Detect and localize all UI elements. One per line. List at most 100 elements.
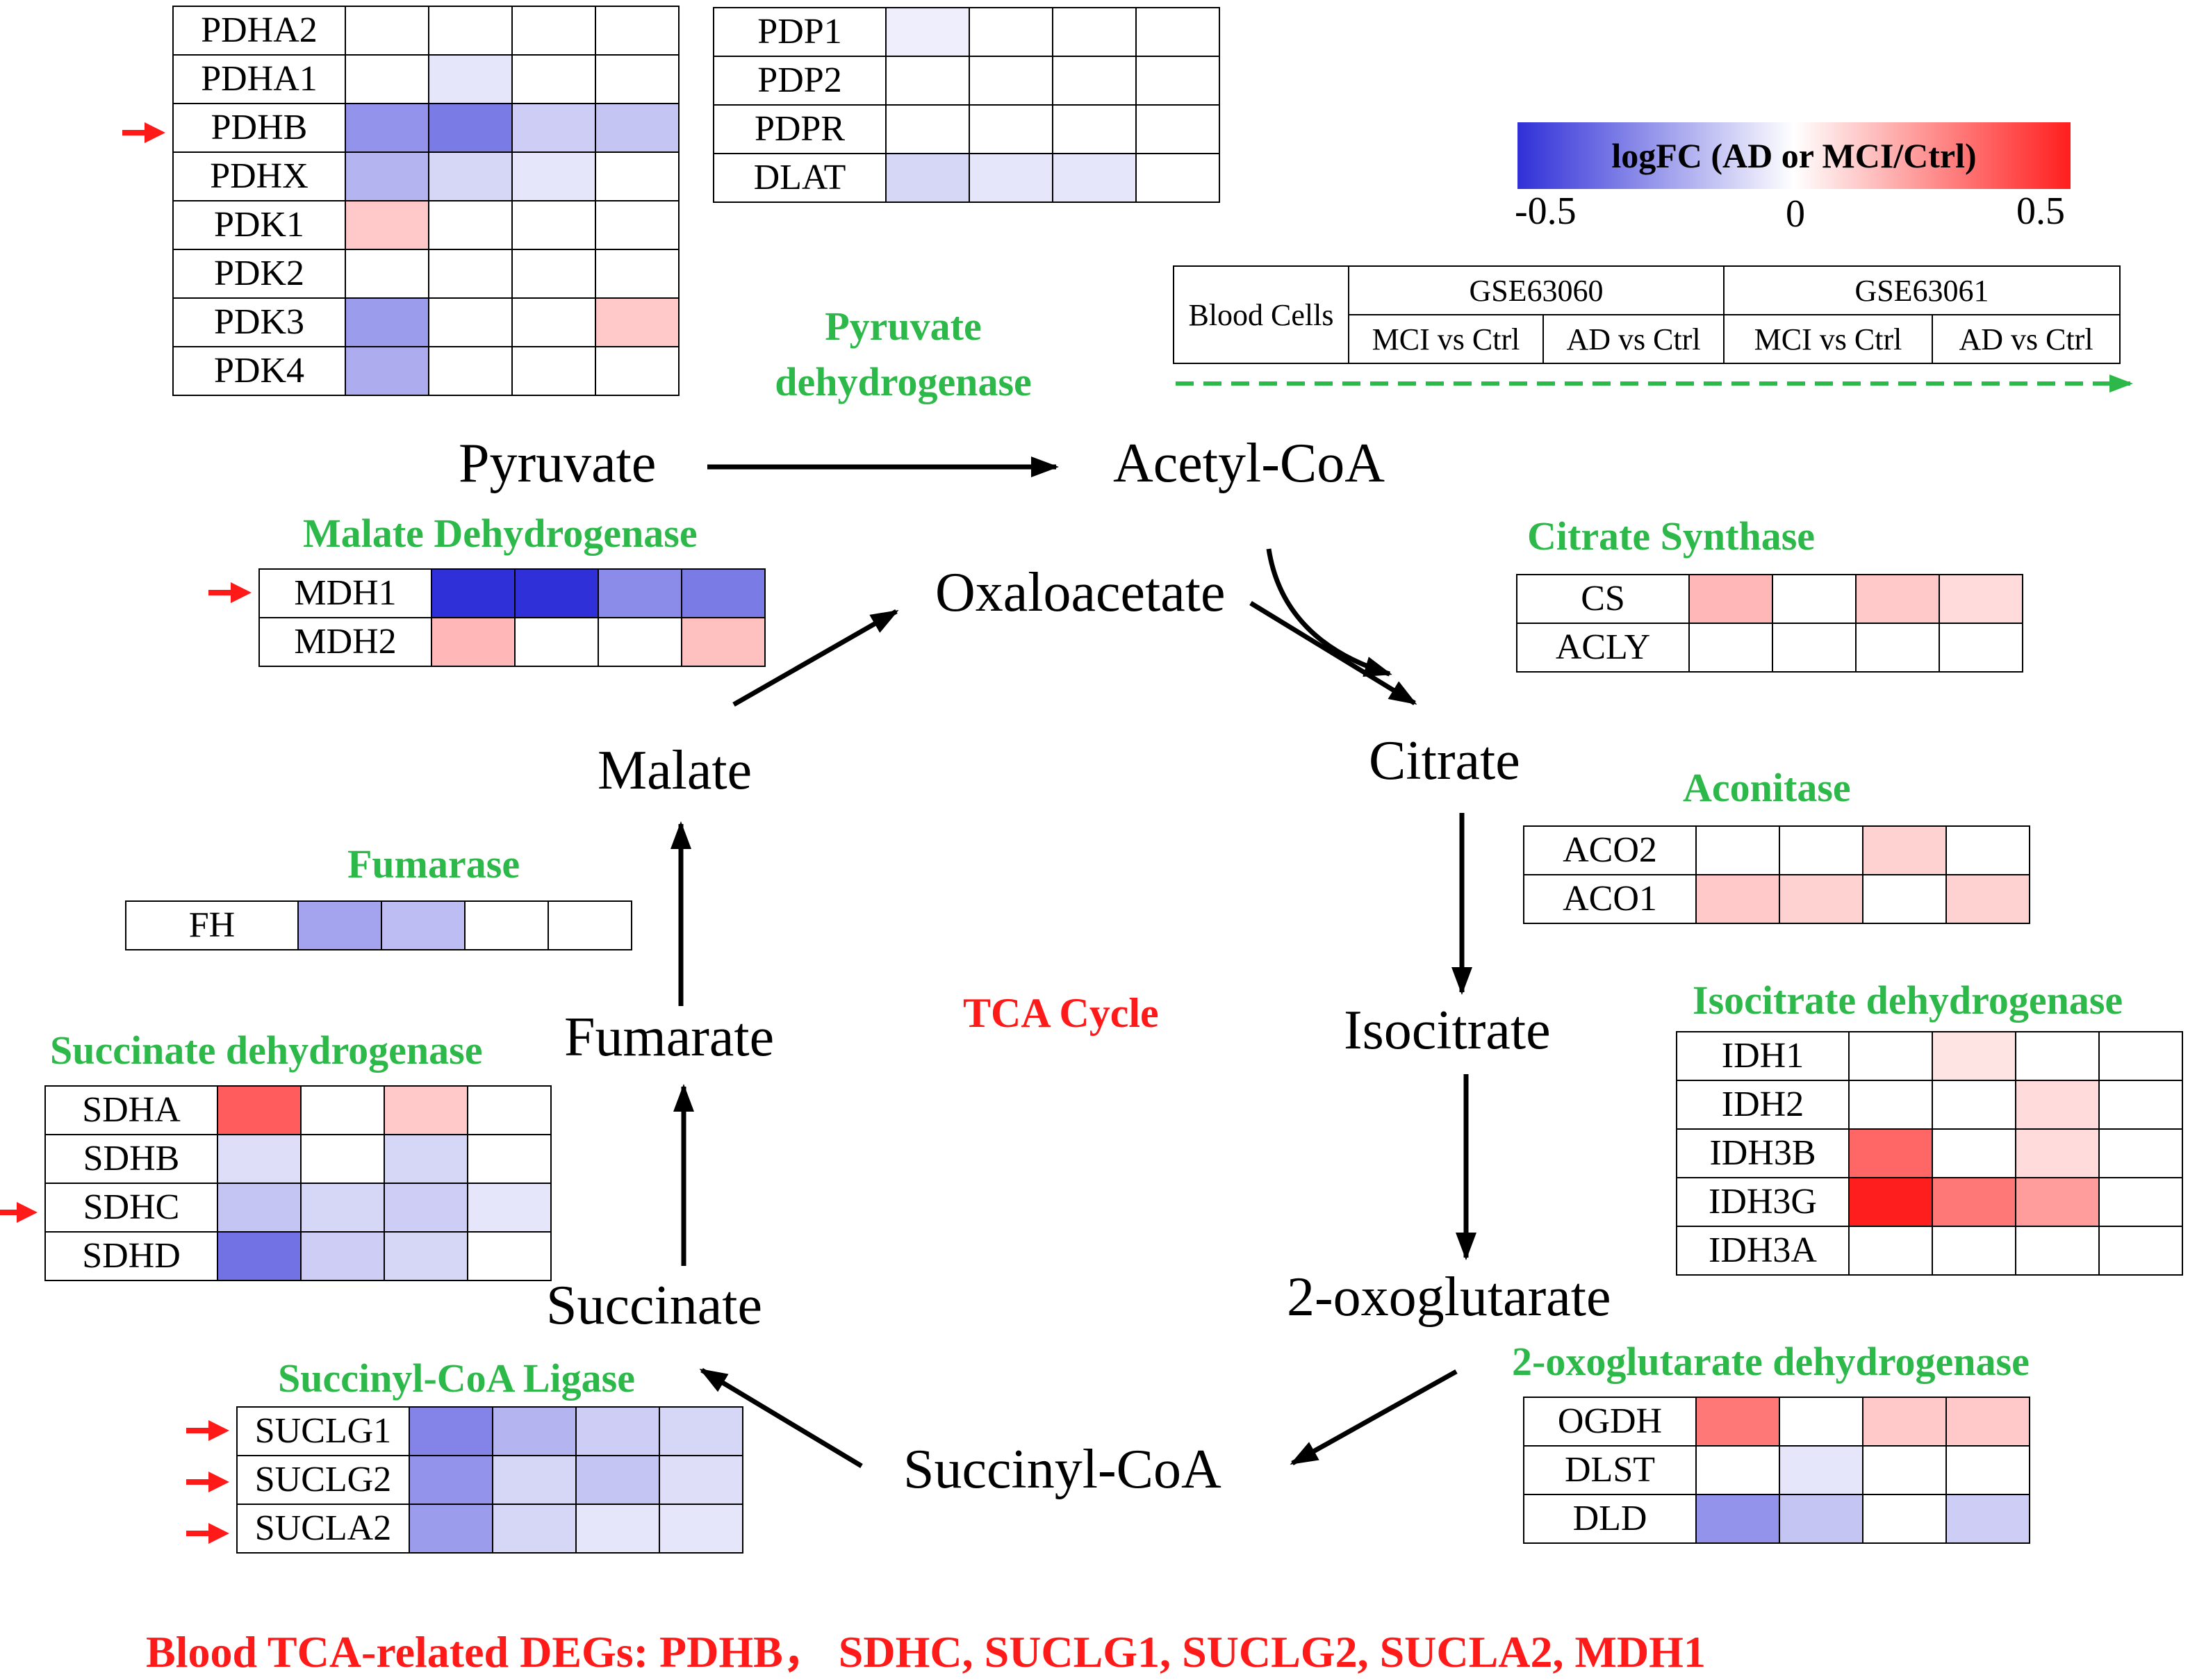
heatmap-cell [1772, 623, 1857, 673]
metabolite-fumarate: Fumarate [564, 1007, 775, 1068]
heatmap-cell [431, 617, 516, 667]
metabolite-malate: Malate [598, 740, 752, 801]
heatmap-cell [297, 900, 382, 950]
heatmap-cell [969, 104, 1053, 154]
heatmap-fumarase: FH [125, 900, 632, 950]
heatmap-cell [1848, 1177, 1933, 1227]
heatmap-cell [1779, 825, 1863, 875]
heatmap-cell [428, 297, 513, 347]
heatmap-cell [428, 6, 513, 56]
deg-marker-arrow-icon [186, 1420, 229, 1441]
enzyme-label-aconitase: Aconitase [1683, 765, 1851, 810]
heatmap-cell [464, 900, 549, 950]
heatmap-cell [1848, 1128, 1933, 1178]
arrow-malate-to-oxaloacetate [732, 609, 899, 707]
gene-label: PDHB [172, 103, 346, 153]
heatmap-row: IDH3B [1676, 1128, 2183, 1178]
heatmap-cell [511, 200, 596, 250]
gene-label: PDK2 [172, 249, 346, 299]
heatmap-cell [1932, 1177, 2016, 1227]
heatmap-cell [492, 1455, 577, 1505]
heatmap-cell [514, 568, 599, 618]
enzyme-label-citrate-synthase: Citrate Synthase [1527, 513, 1816, 559]
heatmap-cell [428, 249, 513, 299]
heatmap-row: SUCLA2 [236, 1504, 743, 1554]
heatmap-cell [2015, 1128, 2100, 1178]
heatmap-cell [1932, 1226, 2016, 1276]
legend-title: logFC (AD or MCI/Ctrl) [1611, 136, 1977, 175]
heatmap-cell [1688, 574, 1773, 624]
enzyme-label-pyruvate-dehydrogenase: Pyruvate dehydrogenase [723, 299, 1084, 410]
heatmap-cell [2015, 1226, 2100, 1276]
heatmap-cell [575, 1504, 660, 1554]
heatmap-row: PDK2 [172, 249, 680, 299]
gene-label: SDHB [44, 1134, 218, 1184]
metabolite-isocitrate: Isocitrate [1344, 1000, 1551, 1061]
gene-label: MDH2 [258, 617, 432, 667]
gene-label: IDH2 [1676, 1080, 1850, 1130]
gene-label: PDPR [713, 104, 887, 154]
heatmap-cell [217, 1231, 302, 1281]
heatmap-cell [1695, 1494, 1780, 1544]
heatmap-cell [595, 151, 680, 201]
metabolite-oxaloacetate: Oxaloacetate [935, 562, 1226, 623]
heatmap-cell [511, 249, 596, 299]
heatmap-cell [595, 297, 680, 347]
heatmap-row: PDK3 [172, 297, 680, 347]
heatmap-cell [1135, 7, 1220, 57]
gene-label: DLAT [713, 153, 887, 203]
gene-label: ACLY [1516, 623, 1690, 673]
gene-label: OGDH [1523, 1397, 1697, 1447]
legend-max-label: 0.5 [2016, 190, 2065, 233]
gene-label: SUCLG2 [236, 1455, 410, 1505]
heatmap-cell [1932, 1080, 2016, 1130]
heatmap-cell [1855, 623, 1940, 673]
heatmap-cell [1945, 1445, 2030, 1495]
heatmap-row: IDH2 [1676, 1080, 2183, 1130]
heatmap-row: PDP2 [713, 56, 1220, 106]
heatmap-cell [345, 249, 429, 299]
enzyme-label-fumarase: Fumarase [347, 841, 520, 887]
heatmap-row: PDHA2 [172, 6, 680, 56]
gene-label: SUCLG1 [236, 1406, 410, 1456]
gene-label: IDH1 [1676, 1031, 1850, 1081]
deg-marker-arrow-icon [122, 122, 165, 143]
heatmap-row: DLAT [713, 153, 1220, 203]
legend-min-label: -0.5 [1515, 190, 1577, 233]
heatmap-cell [1135, 153, 1220, 203]
heatmap-row: PDK4 [172, 346, 680, 396]
heatmap-row: ACO2 [1523, 825, 2030, 875]
heatmap-cell [345, 200, 429, 250]
heatmap-cell [575, 1406, 660, 1456]
gene-label: SUCLA2 [236, 1504, 410, 1554]
heatmap-cell [511, 6, 596, 56]
heatmap-row: MDH1 [258, 568, 766, 618]
gene-label: PDK3 [172, 297, 346, 347]
heatmap-cell [1939, 623, 2023, 673]
heatmap-cell [1135, 56, 1220, 106]
heatmap-cell [1695, 874, 1780, 924]
gene-label: FH [125, 900, 299, 950]
enzyme-label-pyruvate-dehydrogenase-line2: dehydrogenase [775, 359, 1032, 404]
heatmap-cell [1779, 874, 1863, 924]
heatmap-cell [1932, 1128, 2016, 1178]
heatmap-cell [595, 200, 680, 250]
heatmap-cell [681, 568, 766, 618]
heatmap-row: MDH2 [258, 617, 766, 667]
enzyme-label-succinate-dehydrogenase: Succinate dehydrogenase [50, 1028, 483, 1073]
heatmap-cell [217, 1183, 302, 1233]
heatmap-row: SDHA [44, 1085, 552, 1135]
heatmap-cell [300, 1134, 385, 1184]
heatmap-cell [885, 56, 970, 106]
heatmap-cell [492, 1406, 577, 1456]
heatmap-row: IDH3G [1676, 1177, 2183, 1227]
heatmap-cell [2098, 1128, 2183, 1178]
heatmap-cell [1779, 1445, 1863, 1495]
heatmap-cell [345, 6, 429, 56]
heatmap-cell [1945, 1494, 2030, 1544]
